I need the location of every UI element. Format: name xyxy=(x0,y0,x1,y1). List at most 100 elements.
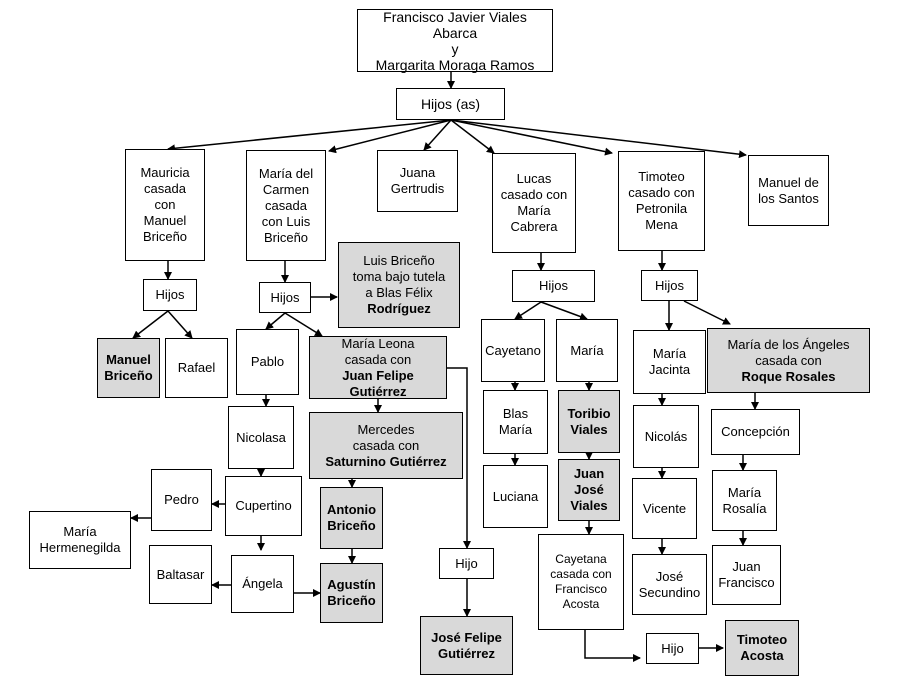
node-line: Briceño xyxy=(327,593,376,608)
connector-line xyxy=(423,119,452,151)
node-line: Mena xyxy=(645,217,678,232)
node-text: Hijos (as) xyxy=(421,96,480,112)
connector-line xyxy=(540,301,588,321)
node-line: Vicente xyxy=(642,500,687,516)
connector-line xyxy=(450,119,613,156)
node-line: Briceño xyxy=(263,229,309,245)
node-line: Cayetana xyxy=(555,552,607,566)
cupertino-node: Cupertino xyxy=(225,476,302,536)
pablo-node: Pablo xyxy=(236,329,299,395)
node-line: Hijos xyxy=(270,289,300,305)
nicolas-node: Nicolás xyxy=(633,405,699,468)
node-line: Francisco xyxy=(554,582,607,596)
node-text: Luciana xyxy=(493,489,539,505)
node-line: Pablo xyxy=(250,354,285,369)
node-text: Baltasar xyxy=(157,567,205,583)
node-line: Briceño xyxy=(104,368,153,383)
node-line: casada con xyxy=(352,437,420,453)
node-line: casada xyxy=(144,181,186,196)
connector-line xyxy=(683,300,731,325)
node-line: Rosalía xyxy=(722,500,767,516)
node-line: Hijos (as) xyxy=(420,96,481,112)
node-line: Acosta xyxy=(562,597,600,611)
node-line: María xyxy=(652,346,687,361)
node-text: Hijos xyxy=(271,290,300,306)
node-text: Concepción xyxy=(721,424,790,440)
node-text: Vicente xyxy=(643,501,686,517)
node-line: María del xyxy=(258,165,314,181)
node-line: Luciana xyxy=(492,488,539,504)
angela-node: Ángela xyxy=(231,555,294,613)
connector-line xyxy=(450,119,495,154)
connector-line xyxy=(450,119,747,159)
node-line: Baltasar xyxy=(156,566,205,582)
hijos-root-node: Hijos (as) xyxy=(396,88,505,120)
concepcion-node: Concepción xyxy=(711,409,800,455)
node-line: Briceño xyxy=(327,518,376,533)
node-line: María xyxy=(570,342,604,358)
node-text: Nicolás xyxy=(645,429,688,445)
node-line: Hijos xyxy=(655,277,684,293)
hijos-timoteo-node: Hijos xyxy=(641,270,698,301)
node-line: Francisco Javier Viales Abarca xyxy=(383,8,527,41)
node-line: Secundino xyxy=(638,584,701,600)
node-line: María xyxy=(517,203,551,218)
node-line: María Leona xyxy=(341,335,415,351)
hijo-cayetana-node: Hijo xyxy=(646,633,699,664)
node-text: Nicolasa xyxy=(236,430,286,446)
node-line: Nicolasa xyxy=(236,429,286,445)
node-line: Petronila xyxy=(635,201,688,216)
node-line: casado con xyxy=(500,187,568,202)
node-line: Jacinta xyxy=(648,362,691,377)
node-line: Margarita Moraga Ramos xyxy=(375,56,535,73)
node-line: José Felipe xyxy=(431,629,502,645)
node-line: Concepción xyxy=(721,424,790,439)
node-line: a Blas Félix xyxy=(365,285,433,300)
node-line: casada con xyxy=(755,352,822,368)
node-line: Manuel xyxy=(106,352,151,367)
node-text: Rafael xyxy=(178,360,216,376)
node-line: Gutiérrez xyxy=(437,645,496,661)
node-line: Gertrudis xyxy=(390,181,445,196)
node-line: toma bajo tutela xyxy=(352,269,446,284)
node-line: Hijos xyxy=(155,287,185,302)
node-line: con xyxy=(154,197,176,212)
node-line: Antonio xyxy=(326,502,377,517)
vicente-node: Vicente xyxy=(632,478,697,539)
node-text: Cupertino xyxy=(235,498,291,514)
pedro-node: Pedro xyxy=(151,469,212,531)
node-text: María xyxy=(570,343,603,359)
node-line: Nicolás xyxy=(644,428,688,444)
